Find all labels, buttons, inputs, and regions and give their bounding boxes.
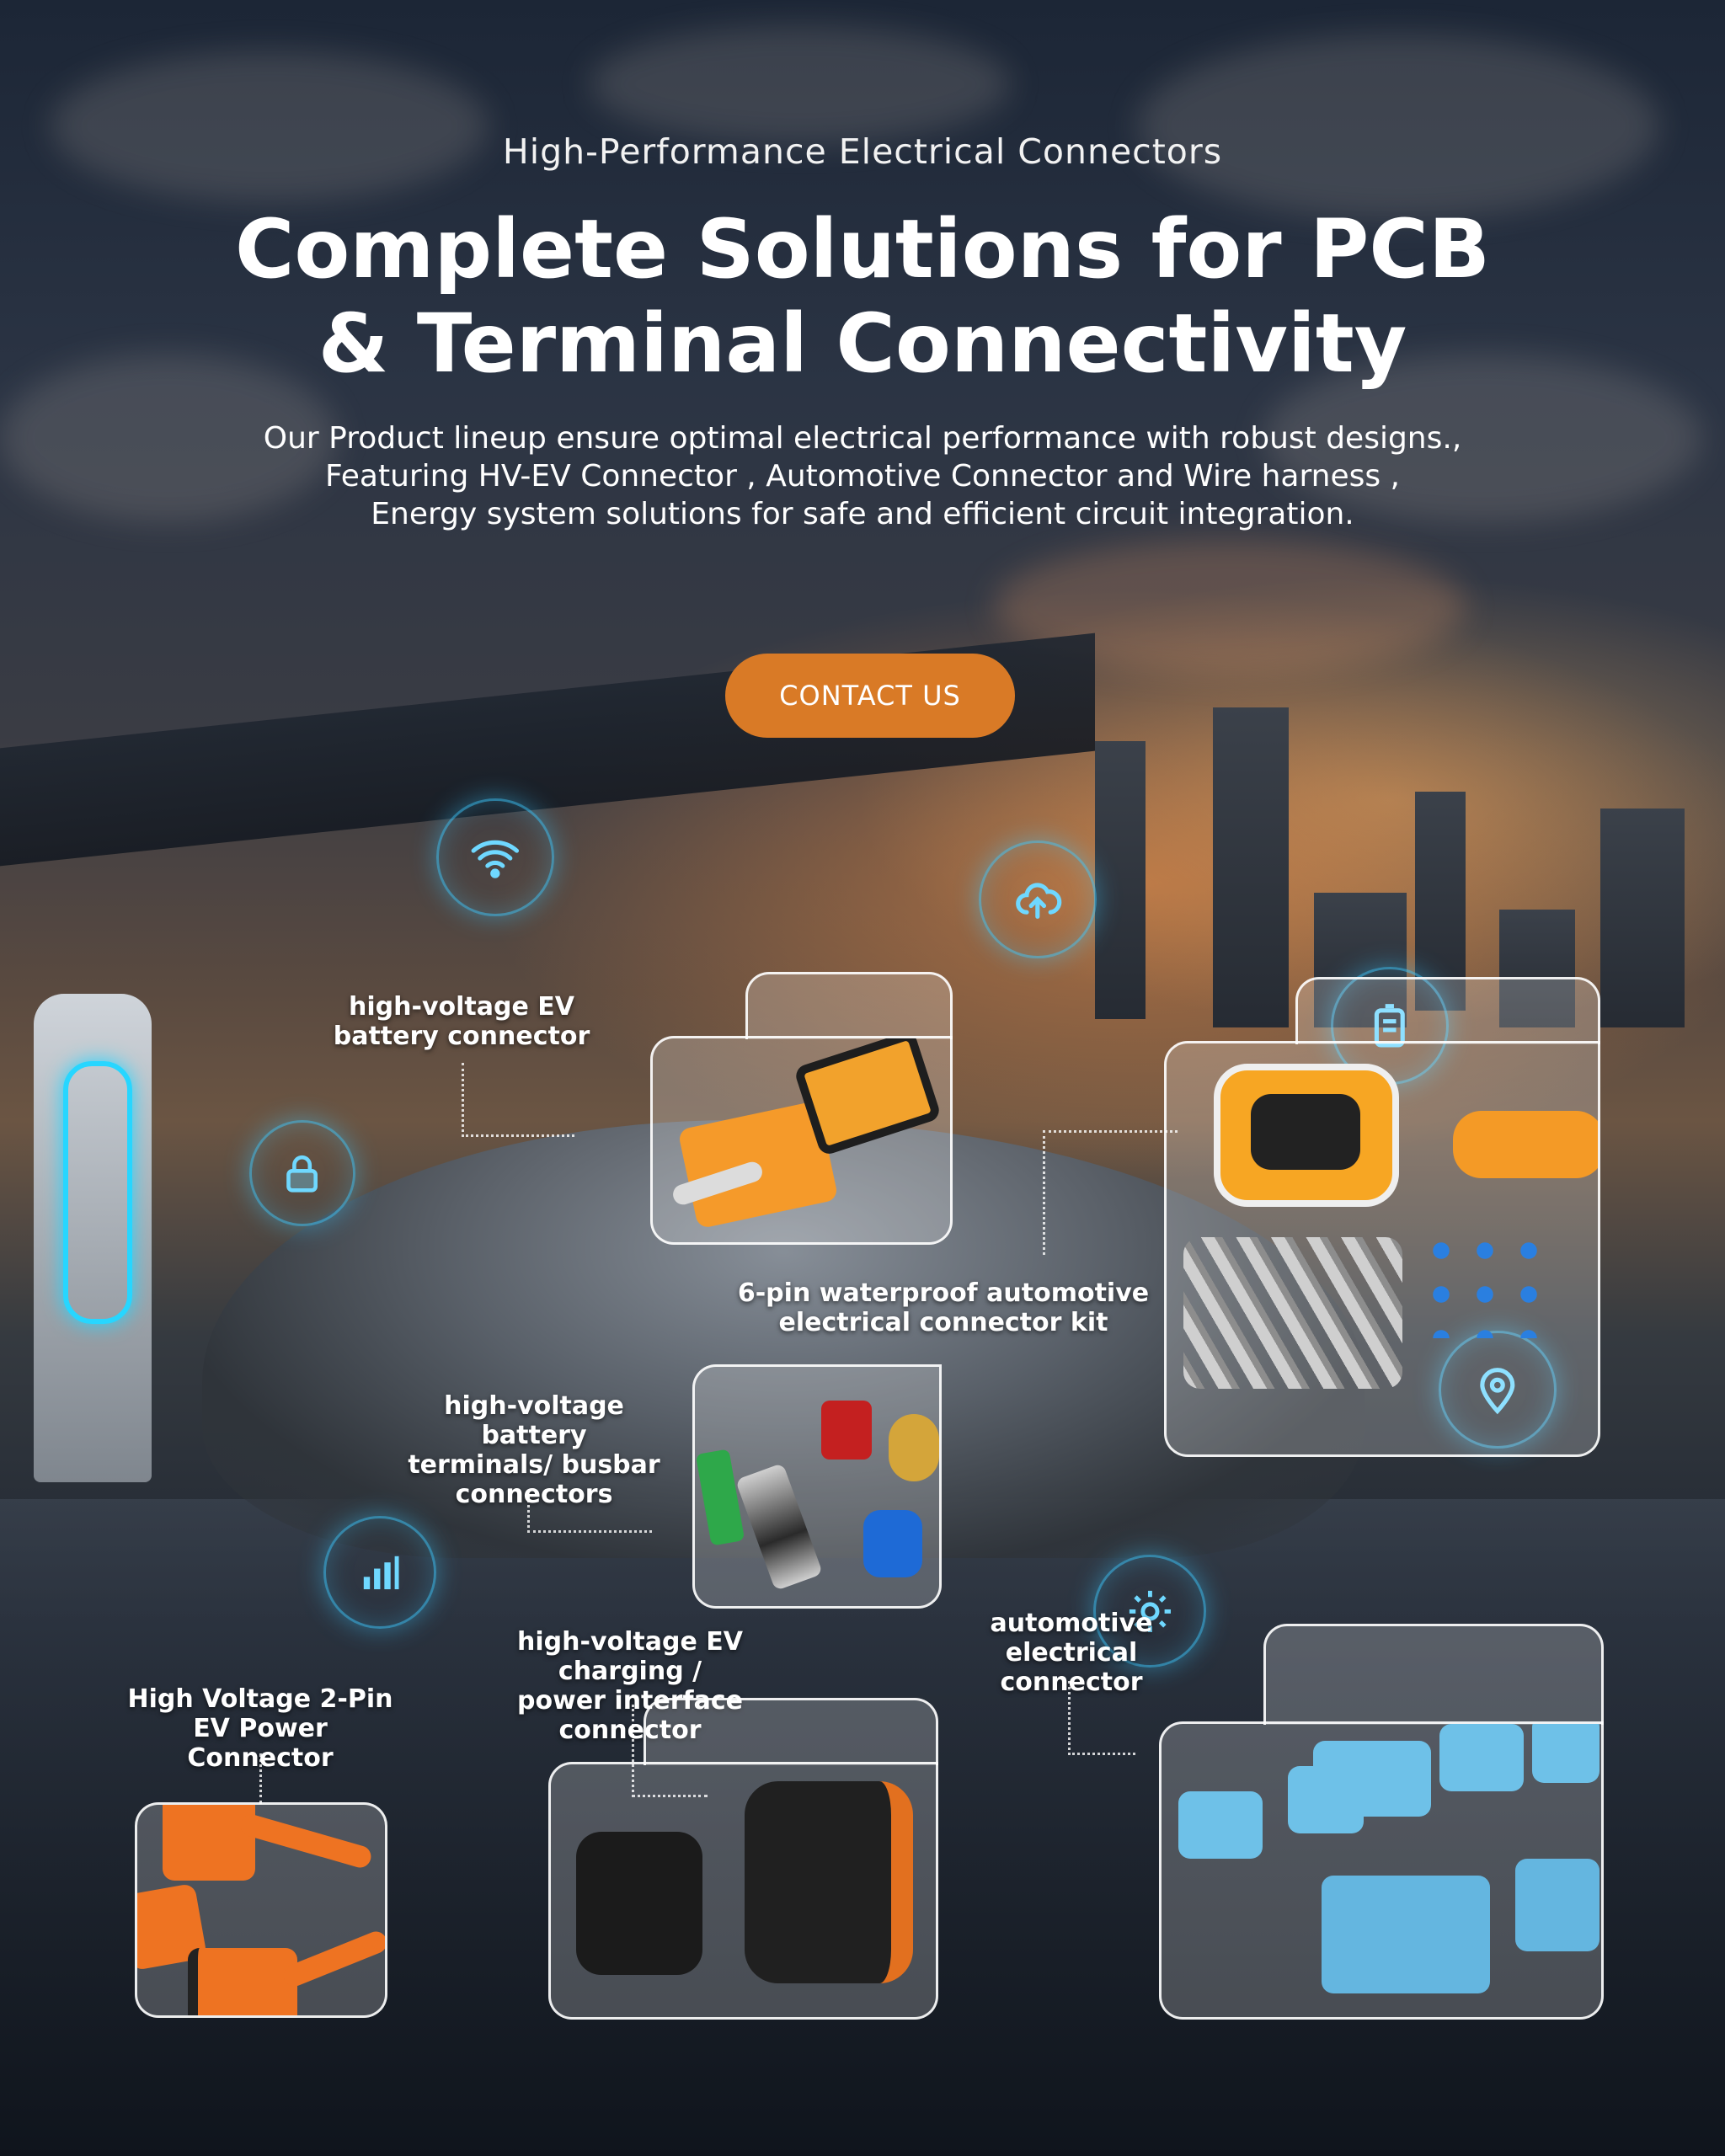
bar-chart-icon (323, 1516, 436, 1629)
hero-title-line-1: Complete Solutions for PCB (234, 202, 1491, 296)
wifi-icon (436, 798, 554, 916)
product-card-tab (644, 1698, 938, 1765)
hero-title: Complete Solutions for PCB & Terminal Co… (211, 202, 1514, 391)
hero-description: Our Product lineup ensure optimal electr… (194, 419, 1531, 533)
product-card-tab (1295, 977, 1600, 1044)
connector-image (163, 1805, 255, 1881)
product-card-hv-ev-battery-connector[interactable] (650, 1036, 953, 1245)
hero-description-line-1: Our Product lineup ensure optimal electr… (263, 421, 1462, 456)
product-card-hv-2-pin-connector[interactable] (135, 1802, 387, 2018)
product-label-6-pin-waterproof-kit: 6-pin waterproof automotive electrical c… (737, 1278, 1150, 1337)
product-card-hv-battery-terminals[interactable] (692, 1364, 942, 1609)
product-label-hv-ev-charging: high-voltage EV charging / power interfa… (517, 1627, 743, 1745)
hero-description-line-3: Energy system solutions for safe and eff… (371, 497, 1354, 531)
gear-icon (1093, 1555, 1206, 1668)
product-card-tab (745, 972, 953, 1039)
ev-charger (34, 994, 152, 1482)
product-card-hv-ev-charging[interactable] (548, 1762, 938, 2020)
charging-inlet-image (576, 1832, 702, 1975)
product-label-hv-ev-battery-connector: high-voltage EV battery connector (333, 992, 590, 1051)
product-card-tab (842, 1364, 942, 1373)
cloud-upload-icon (979, 841, 1097, 958)
terminal-image (695, 1449, 745, 1546)
hero-description-line-2: Featuring HV-EV Connector , Automotive C… (325, 459, 1400, 494)
hero-title-line-2: & Terminal Connectivity (318, 296, 1407, 391)
product-label-hv-battery-terminals: high-voltage battery terminals/ busbar c… (408, 1391, 660, 1509)
product-label-automotive-connector: automotive electrical connector (990, 1609, 1153, 1697)
connector-image (1178, 1791, 1263, 1859)
hero-eyebrow: High-Performance Electrical Connectors (502, 131, 1223, 172)
product-card-tab (1263, 1624, 1604, 1725)
lock-icon (249, 1120, 355, 1226)
product-card-automotive-connector[interactable] (1159, 1721, 1604, 2020)
contact-us-button[interactable]: CONTACT US (725, 654, 1015, 738)
product-card-6-pin-waterproof-kit[interactable] (1164, 1041, 1600, 1457)
